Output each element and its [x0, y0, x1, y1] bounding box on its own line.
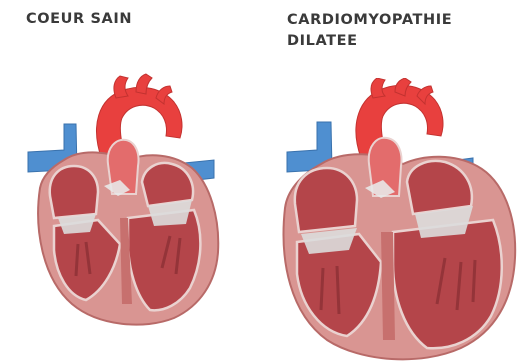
dilated-label-line-1: CARDIOMYOPATHIE	[287, 10, 452, 31]
aortic-branch-1	[371, 78, 385, 98]
healthy-heart-illustration	[24, 68, 234, 333]
dilated-heart-illustration	[277, 78, 519, 364]
healthy-heart-label: COEUR SAIN	[26, 9, 132, 30]
dilated-label-line-2: DILATEE	[287, 31, 452, 52]
right-atrium	[50, 166, 98, 218]
right-atrium	[295, 168, 357, 232]
aortic-branch-1	[114, 76, 128, 98]
dilated-cardiomyopathy-label: CARDIOMYOPATHIE DILATEE	[287, 10, 452, 52]
septum	[381, 232, 395, 340]
